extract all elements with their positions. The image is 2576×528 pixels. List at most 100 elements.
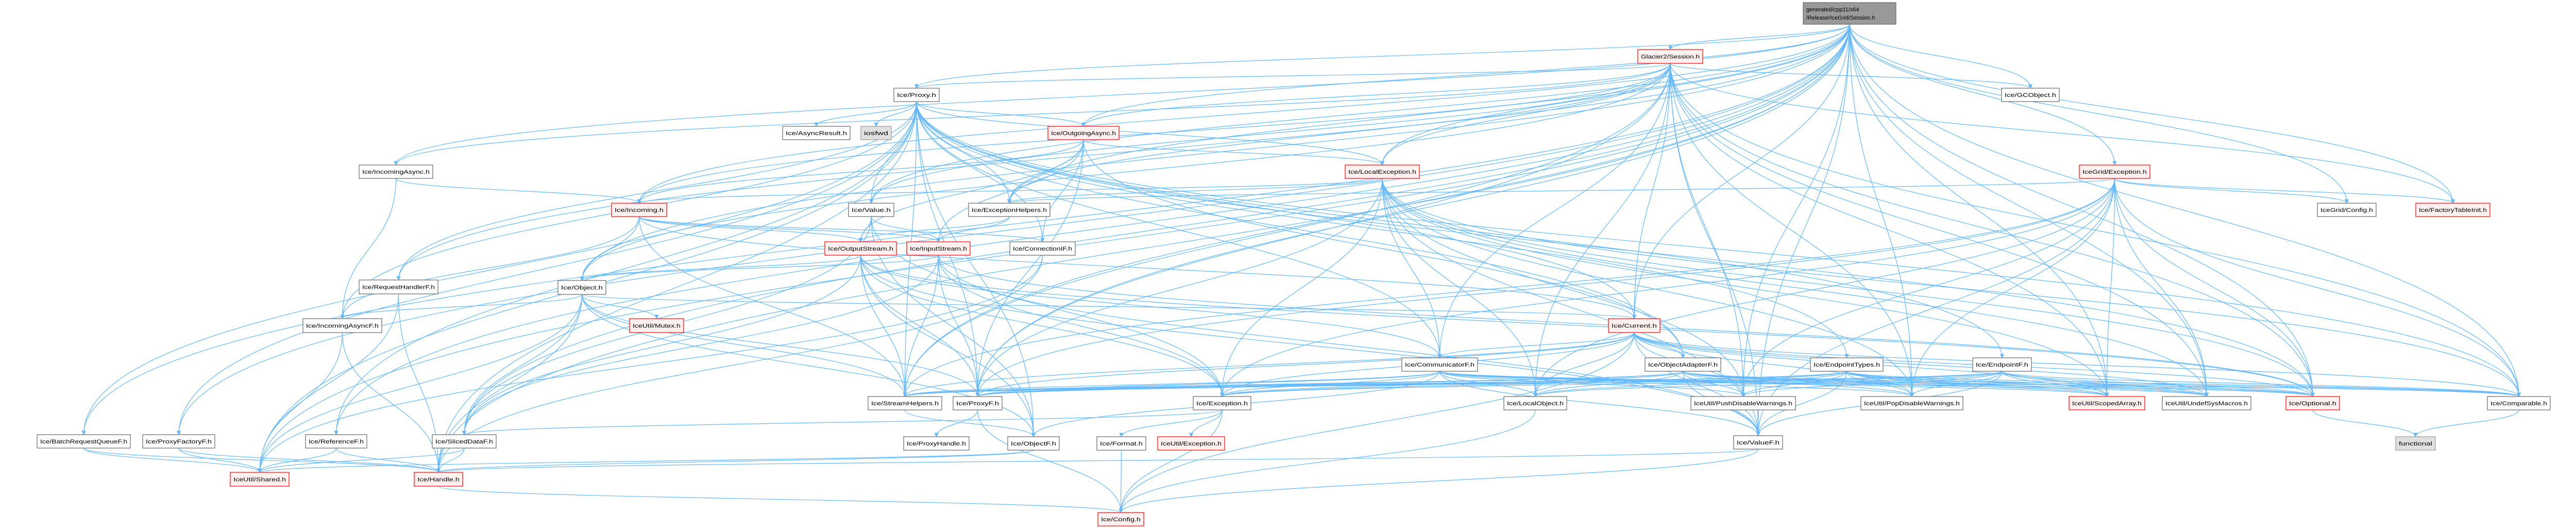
node-box[interactable] xyxy=(1096,436,1146,451)
node-box[interactable] xyxy=(1157,436,1225,451)
node-valuef[interactable]: Ice/ValueF.h xyxy=(1733,435,1783,450)
node-box[interactable] xyxy=(611,203,667,217)
node-box[interactable] xyxy=(1860,396,1963,410)
node-icegrid-exception[interactable]: IceGrid/Exception.h xyxy=(2079,164,2150,179)
node-factorytableinit[interactable]: Ice/FactoryTableInit.h xyxy=(2415,203,2490,217)
node-box[interactable] xyxy=(359,279,438,294)
node-box[interactable] xyxy=(1097,512,1144,526)
node-box[interactable] xyxy=(1690,396,1796,410)
node-box[interactable] xyxy=(432,434,497,449)
node-asyncresult[interactable]: Ice/AsyncResult.h xyxy=(782,126,851,140)
node-object[interactable]: Ice/Object.h xyxy=(557,280,606,295)
node-connectionif[interactable]: Ice/ConnectionIF.h xyxy=(1009,241,1076,256)
node-box[interactable] xyxy=(1637,49,1703,64)
node-box[interactable] xyxy=(2069,396,2145,410)
node-box[interactable] xyxy=(953,396,1003,410)
node-inputstream[interactable]: Ice/InputStream.h xyxy=(906,241,971,256)
node-popdisable[interactable]: IceUtil/PopDisableWarnings.h xyxy=(1860,396,1963,410)
node-undefsysmacros[interactable]: IceUtil/UndefSysMacros.h xyxy=(2162,396,2251,410)
node-endpointtypes[interactable]: Ice/EndpointTypes.h xyxy=(1810,357,1884,372)
node-handle[interactable]: Ice/Handle.h xyxy=(414,472,463,487)
node-box[interactable] xyxy=(1345,164,1420,179)
node-box[interactable] xyxy=(1047,126,1120,140)
node-communicatorf[interactable]: Ice/CommunicatorF.h xyxy=(1401,357,1478,372)
node-box[interactable] xyxy=(1009,241,1076,256)
node-localobject[interactable]: Ice/LocalObject.h xyxy=(1503,396,1567,410)
node-box[interactable] xyxy=(893,88,940,102)
node-iosfwd[interactable]: iosfwd xyxy=(860,126,892,140)
node-glacier2-session[interactable]: Glacier2/Session.h xyxy=(1637,49,1703,64)
node-proxy[interactable]: Ice/Proxy.h xyxy=(893,88,940,102)
node-box[interactable] xyxy=(2079,164,2150,179)
node-box[interactable] xyxy=(230,472,290,487)
node-box[interactable] xyxy=(1645,357,1721,372)
node-box[interactable] xyxy=(906,241,971,256)
node-box[interactable] xyxy=(1972,357,2032,372)
node-box[interactable] xyxy=(2317,203,2377,217)
node-incomingasyncf[interactable]: Ice/IncomingAsyncF.h xyxy=(302,318,382,333)
node-optional[interactable]: Ice/Optional.h xyxy=(2285,396,2340,410)
node-current[interactable]: Ice/Current.h xyxy=(1608,318,1660,333)
node-requesthandlerf[interactable]: Ice/RequestHandlerF.h xyxy=(359,279,438,294)
node-functional[interactable]: functional xyxy=(2395,436,2436,451)
node-proxyhandle[interactable]: Ice/ProxyHandle.h xyxy=(903,436,970,451)
node-box[interactable] xyxy=(414,472,463,487)
node-box[interactable] xyxy=(824,241,897,256)
node-incoming[interactable]: Ice/Incoming.h xyxy=(611,203,667,217)
node-proxyfactoryf[interactable]: Ice/ProxyFactoryF.h xyxy=(142,434,215,449)
node-endpointf[interactable]: Ice/EndpointF.h xyxy=(1972,357,2032,372)
node-box[interactable] xyxy=(2415,203,2490,217)
node-box[interactable] xyxy=(359,164,433,179)
node-mutex[interactable]: IceUtil/Mutex.h xyxy=(629,318,684,333)
node-box[interactable] xyxy=(968,203,1050,217)
node-proxyf[interactable]: Ice/ProxyF.h xyxy=(953,396,1003,410)
node-box[interactable] xyxy=(305,434,367,449)
node-format[interactable]: Ice/Format.h xyxy=(1096,436,1146,451)
node-box[interactable] xyxy=(2001,88,2060,102)
node-box[interactable] xyxy=(1803,2,1896,25)
node-objectadapterf[interactable]: Ice/ObjectAdapterF.h xyxy=(1645,357,1721,372)
node-pushdisable[interactable]: IceUtil/PushDisableWarnings.h xyxy=(1690,396,1796,410)
node-config[interactable]: Ice/Config.h xyxy=(1097,512,1144,526)
node-box[interactable] xyxy=(557,280,606,295)
node-box[interactable] xyxy=(629,318,684,333)
node-batchrequestqueuef[interactable]: Ice/BatchRequestQueueF.h xyxy=(37,434,131,449)
node-root[interactable]: generated/cpp11/x64/Release/IceGrid/Sess… xyxy=(1803,2,1896,25)
node-box[interactable] xyxy=(2487,396,2551,410)
node-box[interactable] xyxy=(1401,357,1478,372)
node-box[interactable] xyxy=(782,126,851,140)
node-streamhelpers[interactable]: Ice/StreamHelpers.h xyxy=(868,396,942,410)
node-exception[interactable]: Ice/Exception.h xyxy=(1193,396,1251,410)
node-box[interactable] xyxy=(903,436,970,451)
node-box[interactable] xyxy=(1608,318,1660,333)
node-box[interactable] xyxy=(1193,396,1251,410)
node-sliceddataf[interactable]: Ice/SlicedDataF.h xyxy=(432,434,497,449)
node-box[interactable] xyxy=(868,396,942,410)
node-box[interactable] xyxy=(37,434,131,449)
node-exceptionhelpers[interactable]: Ice/ExceptionHelpers.h xyxy=(968,203,1050,217)
node-box[interactable] xyxy=(1733,435,1783,450)
node-comparable[interactable]: Ice/Comparable.h xyxy=(2487,396,2551,410)
node-gcobject[interactable]: Ice/GCObject.h xyxy=(2001,88,2060,102)
node-box[interactable] xyxy=(2395,436,2436,451)
node-outputstream[interactable]: Ice/OutputStream.h xyxy=(824,241,897,256)
node-iceutil-exception[interactable]: IceUtil/Exception.h xyxy=(1157,436,1225,451)
node-objectf[interactable]: Ice/ObjectF.h xyxy=(1007,436,1060,451)
node-box[interactable] xyxy=(2162,396,2251,410)
node-box[interactable] xyxy=(2285,396,2340,410)
node-box[interactable] xyxy=(1503,396,1567,410)
node-box[interactable] xyxy=(302,318,382,333)
node-box[interactable] xyxy=(860,126,892,140)
node-value[interactable]: Ice/Value.h xyxy=(848,203,894,217)
node-scopedarray[interactable]: IceUtil/ScopedArray.h xyxy=(2069,396,2145,410)
node-localexception[interactable]: Ice/LocalException.h xyxy=(1345,164,1420,179)
node-shared[interactable]: IceUtil/Shared.h xyxy=(230,472,290,487)
node-box[interactable] xyxy=(1007,436,1060,451)
node-referencef[interactable]: Ice/ReferenceF.h xyxy=(305,434,367,449)
node-box[interactable] xyxy=(848,203,894,217)
node-icegrid-config[interactable]: IceGrid/Config.h xyxy=(2317,203,2377,217)
node-box[interactable] xyxy=(142,434,215,449)
node-box[interactable] xyxy=(1810,357,1884,372)
node-incomingasync[interactable]: Ice/IncomingAsync.h xyxy=(359,164,433,179)
node-outgoingasync[interactable]: Ice/OutgoingAsync.h xyxy=(1047,126,1120,140)
